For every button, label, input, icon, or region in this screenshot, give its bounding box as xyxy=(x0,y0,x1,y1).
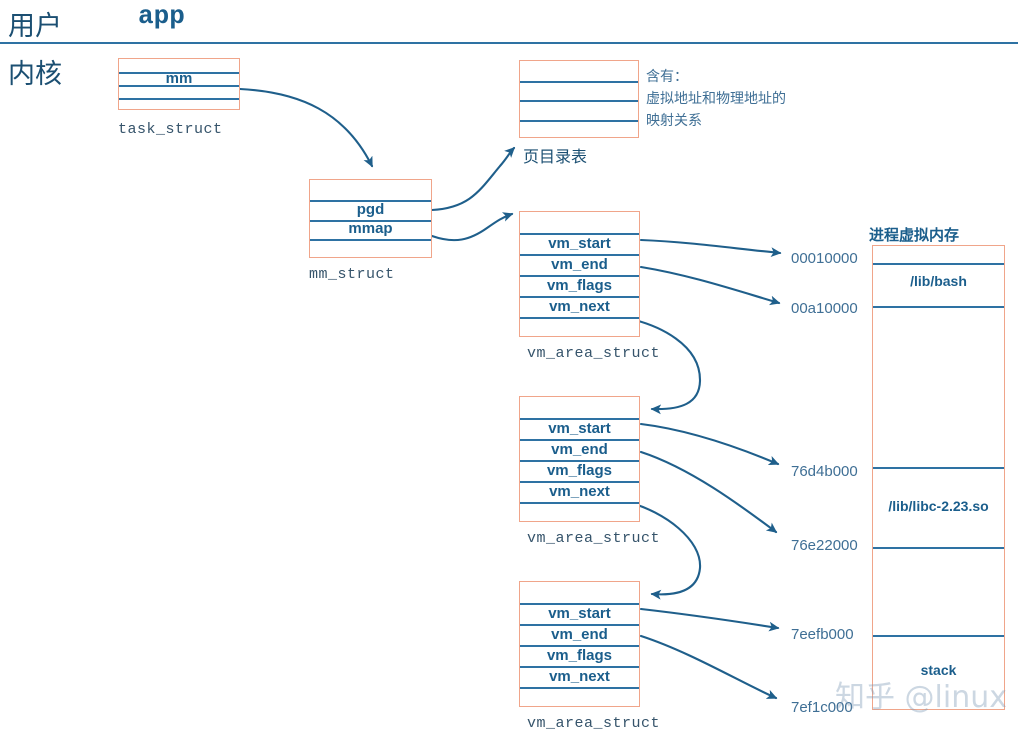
arrow-pgd-to-pagetable xyxy=(430,146,516,212)
page-table-note-line-3: 映射关系 xyxy=(646,113,702,129)
struct-row-divider xyxy=(520,418,639,420)
address-label-0: 00010000 xyxy=(791,250,858,267)
struct-box-task-struct: mm xyxy=(118,58,240,110)
struct-field-mmap: mmap xyxy=(348,220,393,238)
struct-row-divider xyxy=(310,199,431,202)
memory-region-divider xyxy=(873,263,1004,265)
struct-row-divider xyxy=(520,624,639,626)
struct-field-mm: mm xyxy=(165,69,193,87)
address-label-2: 76d4b000 xyxy=(791,463,858,480)
struct-field-vm_next: vm_next xyxy=(549,667,610,685)
struct-field-pgd: pgd xyxy=(356,200,385,218)
struct-row-divider xyxy=(520,481,639,483)
struct-field-vm_flags: vm_flags xyxy=(546,276,613,294)
struct-row-divider xyxy=(520,119,638,122)
struct-row-divider xyxy=(520,687,639,689)
struct-row-divider xyxy=(520,645,639,647)
memory-region-label: /lib/bash xyxy=(910,273,967,289)
arrow-vma1-start-to-addr xyxy=(639,238,782,257)
memory-map-title: 进程虚拟内存 xyxy=(869,226,960,244)
memory-region-label: stack xyxy=(920,662,957,678)
struct-row-divider xyxy=(310,219,431,222)
struct-field-vm_next: vm_next xyxy=(549,297,610,315)
struct-field-vm_flags: vm_flags xyxy=(546,461,613,479)
page-table-note-line-1: 含有： xyxy=(646,69,688,85)
struct-row-divider xyxy=(520,439,639,441)
struct-field-vm_end: vm_end xyxy=(551,440,608,458)
struct-row-divider xyxy=(520,100,638,102)
struct-row-divider xyxy=(520,254,639,256)
struct-row-divider xyxy=(119,72,239,74)
app-label: app xyxy=(138,1,185,31)
struct-row-divider xyxy=(520,603,639,605)
address-label-3: 76e22000 xyxy=(791,537,858,554)
user-kernel-divider xyxy=(0,42,1018,44)
struct-row-divider xyxy=(520,296,639,298)
memory-region-divider xyxy=(873,306,1004,308)
user-zone-label: 用户 xyxy=(8,11,62,41)
struct-box-page-dir-table xyxy=(519,60,639,138)
struct-row-divider xyxy=(520,460,639,462)
struct-box-vma-2: vm_start vm_end vm_flags vm_next xyxy=(519,396,640,522)
struct-row-divider xyxy=(520,233,639,235)
struct-row-divider xyxy=(520,666,639,668)
struct-row-divider xyxy=(520,275,639,277)
address-label-1: 00a10000 xyxy=(791,300,858,317)
struct-caption-task-struct: task_struct xyxy=(118,121,223,138)
arrow-vma3-end-to-addr xyxy=(639,634,778,700)
address-label-4: 7eefb000 xyxy=(791,626,854,643)
struct-caption-mm-struct: mm_struct xyxy=(309,266,395,283)
arrow-vma3-start-to-addr xyxy=(639,607,780,632)
struct-field-vm_start: vm_start xyxy=(548,604,611,622)
arrow-vma2-end-to-addr xyxy=(639,450,778,534)
arrow-mmap-to-vma1 xyxy=(430,212,514,242)
arrow-vma2-start-to-addr xyxy=(639,422,780,466)
memory-region-label: /lib/libc-2.23.so xyxy=(888,498,989,514)
page-table-note-line-2: 虚拟地址和物理地址的 xyxy=(646,91,786,107)
memory-map-box: /lib/bash/lib/libc-2.23.so stack xyxy=(872,245,1005,710)
struct-field-vm_end: vm_end xyxy=(551,625,608,643)
struct-caption-vma-2: vm_area_struct xyxy=(527,530,661,547)
struct-field-vm_flags: vm_flags xyxy=(546,646,613,664)
struct-row-divider xyxy=(520,502,639,504)
struct-box-vma-3: vm_start vm_end vm_flags vm_next xyxy=(519,581,640,707)
address-label-5: 7ef1c000 xyxy=(791,699,853,716)
struct-row-divider xyxy=(119,85,239,87)
arrow-vma1-end-to-addr xyxy=(639,265,781,306)
struct-field-vm_next: vm_next xyxy=(549,482,610,500)
struct-box-mm-struct: pgd mmap xyxy=(309,179,432,258)
memory-region-divider xyxy=(873,467,1004,469)
page-table-caption: 页目录表 xyxy=(523,147,588,166)
struct-row-divider xyxy=(520,317,639,319)
struct-field-vm_start: vm_start xyxy=(548,234,611,252)
kernel-zone-label: 内核 xyxy=(8,59,62,89)
arrow-mm-to-mmstruct xyxy=(238,87,374,168)
struct-caption-vma-1: vm_area_struct xyxy=(527,345,661,362)
memory-region-divider xyxy=(873,547,1004,549)
struct-box-vma-1: vm_start vm_end vm_flags vm_next xyxy=(519,211,640,337)
struct-row-divider xyxy=(520,80,638,83)
struct-caption-vma-3: vm_area_struct xyxy=(527,715,661,732)
struct-field-vm_end: vm_end xyxy=(551,255,608,273)
struct-row-divider xyxy=(119,98,239,100)
struct-row-divider xyxy=(310,239,431,242)
struct-field-vm_start: vm_start xyxy=(548,419,611,437)
memory-region-divider xyxy=(873,635,1004,637)
